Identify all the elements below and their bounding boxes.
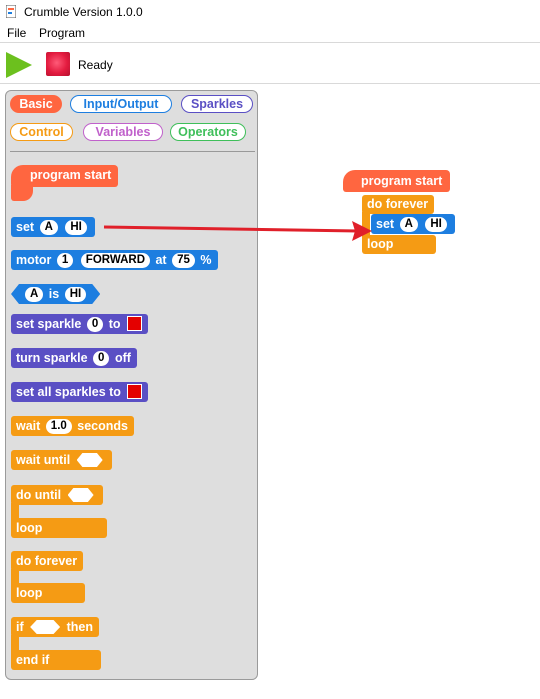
end-if-block[interactable]: end if	[11, 650, 101, 670]
program-start-label: program start	[30, 168, 112, 182]
do-until-loop-label: loop	[16, 521, 43, 535]
set-all-sparkles-block[interactable]: set all sparkles to	[11, 382, 149, 402]
condition-block[interactable]: A is HI	[11, 284, 100, 304]
tab-control[interactable]: Control	[10, 123, 73, 141]
tab-input-output[interactable]: Input/Output	[70, 95, 172, 113]
canvas-do-forever-c-bar	[362, 212, 370, 238]
program-start-block[interactable]: program start	[11, 165, 118, 187]
do-until-c-bar	[11, 503, 19, 523]
turn-sparkle-off-block[interactable]: turn sparkle 0 off	[11, 348, 137, 368]
do-until-block[interactable]: do until	[11, 485, 103, 505]
wait-block[interactable]: wait 1.0 seconds	[11, 416, 134, 436]
app-logo-icon	[6, 5, 16, 18]
end-if-label: end if	[16, 653, 50, 667]
tab-sparkles[interactable]: Sparkles	[181, 95, 253, 113]
do-forever-block[interactable]: do forever	[11, 551, 84, 571]
if-label: if	[16, 620, 24, 634]
do-until-loop-block[interactable]: loop	[11, 518, 107, 538]
do-forever-loop-label: loop	[16, 586, 43, 600]
turn-sparkle-off-label: off	[114, 351, 131, 365]
turn-sparkle-label: turn sparkle	[16, 351, 88, 365]
wait-until-label: wait until	[16, 453, 71, 467]
all-sparkles-color-swatch[interactable]	[127, 384, 143, 399]
turn-sparkle-num-pill[interactable]: 0	[93, 351, 110, 366]
cond-val-pill[interactable]: HI	[65, 287, 87, 302]
motor-dir-pill[interactable]: FORWARD	[80, 253, 150, 268]
canvas-loop-block[interactable]: loop	[362, 235, 436, 254]
if-then-block[interactable]: if then	[11, 617, 99, 637]
stop-icon[interactable]	[46, 52, 70, 76]
wait-seconds-label: seconds	[77, 419, 128, 433]
motor-speed-pill[interactable]: 75	[172, 253, 195, 268]
menu-program[interactable]: Program	[39, 26, 86, 40]
do-forever-loop-block[interactable]: loop	[11, 583, 85, 603]
canvas-set-var-pill[interactable]: A	[399, 217, 418, 232]
cond-var-pill[interactable]: A	[25, 287, 43, 302]
arrow-head-icon	[352, 221, 372, 241]
motor-label: motor	[16, 253, 52, 267]
if-condition-slot[interactable]	[30, 620, 61, 634]
toolbar: Ready	[0, 43, 540, 84]
status-text: Ready	[78, 58, 113, 72]
window-title: Crumble Version 1.0.0	[24, 5, 143, 19]
motor-pct-label: %	[200, 253, 212, 267]
set-all-sparkles-label: set all sparkles to	[16, 385, 121, 399]
do-until-condition-slot[interactable]	[67, 488, 94, 502]
set-sparkle-to-label: to	[108, 317, 121, 331]
play-icon[interactable]	[6, 52, 32, 78]
canvas-set-label: set	[376, 217, 395, 231]
set-val-pill[interactable]: HI	[65, 220, 87, 235]
do-forever-c-bar	[11, 569, 19, 587]
set-variable-block[interactable]: set A HI	[11, 217, 95, 237]
block-palette: Basic Input/Output Sparkles Control Vari…	[5, 90, 258, 680]
menu-bar: File Program	[0, 24, 540, 43]
set-label: set	[16, 220, 35, 234]
wait-until-block[interactable]: wait until	[11, 450, 112, 470]
then-label: then	[66, 620, 93, 634]
title-bar: Crumble Version 1.0.0	[0, 0, 540, 24]
tab-basic[interactable]: Basic	[10, 95, 62, 113]
tab-operators[interactable]: Operators	[170, 123, 246, 141]
set-sparkle-label: set sparkle	[16, 317, 82, 331]
canvas-set-val-pill[interactable]: HI	[425, 217, 447, 232]
wait-label: wait	[16, 419, 41, 433]
motor-at-label: at	[155, 253, 167, 267]
canvas-do-forever-label: do forever	[367, 197, 429, 211]
tab-variables[interactable]: Variables	[83, 123, 163, 141]
arrow-line	[103, 225, 359, 233]
wait-until-condition-slot[interactable]	[76, 453, 103, 467]
canvas-program-start-label: program start	[361, 174, 443, 188]
set-var-pill[interactable]: A	[39, 220, 58, 235]
motor-block[interactable]: motor 1 FORWARD at 75 %	[11, 250, 218, 270]
canvas-loop-label: loop	[367, 237, 394, 251]
motor-num-pill[interactable]: 1	[56, 253, 74, 268]
menu-file[interactable]: File	[7, 26, 27, 40]
sparkle-color-swatch[interactable]	[127, 316, 142, 331]
wait-value-pill[interactable]: 1.0	[45, 419, 72, 434]
cond-is-label: is	[48, 287, 60, 301]
canvas-do-forever-block[interactable]: do forever	[362, 195, 435, 214]
if-c-bar	[11, 635, 19, 653]
canvas-set-variable-block[interactable]: set A HI	[371, 214, 455, 234]
program-start-tab	[11, 185, 33, 201]
do-forever-label: do forever	[16, 554, 78, 568]
do-until-label: do until	[16, 488, 62, 502]
set-sparkle-block[interactable]: set sparkle 0 to	[11, 314, 148, 334]
canvas-program-start-block[interactable]: program start	[343, 170, 450, 192]
palette-divider	[10, 151, 255, 152]
set-sparkle-num-pill[interactable]: 0	[86, 317, 104, 332]
